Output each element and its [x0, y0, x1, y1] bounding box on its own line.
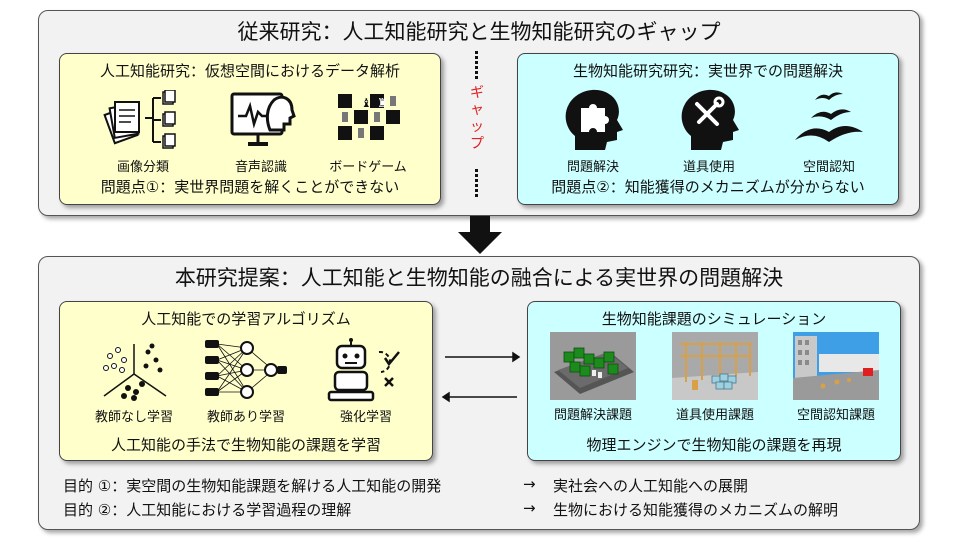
- board-game-label: ボードゲーム: [329, 160, 407, 175]
- bio-research-title: 生物知能研究研究：実世界での問題解決: [572, 62, 843, 80]
- svg-text:♜: ♜: [377, 96, 388, 110]
- proposal-panel: 本研究提案：人工知能と生物知能の融合による実世界の問題解決 人工知能での学習アル…: [38, 256, 920, 530]
- goal-2-arrow: →: [523, 499, 536, 517]
- simulation-box: 生物知能課題のシミュレーション 問題解決課題: [527, 301, 901, 461]
- gap-dots-top: [475, 51, 478, 79]
- gap-label: ギャップ: [457, 85, 497, 153]
- ai-research-title: 人工知能研究：仮想空間におけるデータ解析: [99, 62, 400, 80]
- image-classification-icon: [103, 90, 176, 149]
- ai-algorithm-title: 人工知能での学習アルゴリズム: [141, 310, 351, 328]
- problem-solving-task-label: 問題解決課題: [553, 408, 632, 423]
- svg-text:♝: ♝: [361, 96, 372, 110]
- tool-use-item: 道具使用: [664, 86, 754, 175]
- problem-solving-label: 問題解決: [566, 160, 619, 175]
- bio-research-box: 生物知能研究研究：実世界での問題解決 問題解決 道具使用: [517, 53, 899, 205]
- ai-problem-text: 問題点①：実世界問題を解くことができない: [100, 178, 400, 196]
- proposal-title: 本研究提案：人工知能と生物知能の融合による実世界の問題解決: [174, 266, 784, 290]
- birds-icon: [795, 92, 863, 142]
- image-classification-label: 画像分類: [116, 160, 169, 175]
- gap-label-text: ギャップ: [470, 85, 484, 152]
- spatial-cognition-item: 空間認知: [784, 86, 874, 175]
- spatial-sim: [793, 332, 879, 400]
- goal-2-result: 生物における知能獲得のメカニズムの解明: [553, 501, 839, 519]
- simulation-title: 生物知能課題のシミュレーション: [601, 310, 827, 328]
- unsupervised-label: 教師なし学習: [94, 410, 173, 425]
- down-arrow-icon: [458, 216, 502, 254]
- goal-1-text: 目的 ①：実空間の生物知能課題を解ける人工知能の開発: [63, 477, 442, 495]
- tool-use-sim: [672, 332, 758, 400]
- neural-network-icon: [205, 340, 287, 399]
- simulation-footer: 物理エンジンで生物知能の課題を再現: [586, 436, 842, 454]
- goal-1-arrow: →: [523, 475, 536, 493]
- supervised-label: 教師あり学習: [206, 410, 285, 425]
- robot-icon: [327, 338, 400, 402]
- problem-solving-sim: [550, 332, 636, 400]
- unsupervised-item: 教師なし学習: [84, 338, 184, 425]
- board-game-item: ♝ ♜ ボードゲーム: [318, 90, 418, 175]
- tool-use-task-item: 道具使用課題: [660, 332, 770, 423]
- conventional-research-panel: 従来研究：人工知能研究と生物知能研究のギャップ 人工知能研究：仮想空間におけるデ…: [38, 10, 920, 216]
- goal-2-text: 目的 ②：人工知能における学習過程の理解: [63, 501, 352, 519]
- ai-research-box: 人工知能研究：仮想空間におけるデータ解析: [59, 53, 441, 205]
- bidirectional-arrows: [441, 351, 521, 403]
- clustering-icon: [103, 343, 167, 401]
- ai-algorithm-box: 人工知能での学習アルゴリズム 教師なし学習: [59, 301, 433, 461]
- spatial-task-label: 空間認知課題: [796, 408, 875, 423]
- tool-head-icon: [681, 89, 739, 150]
- bio-problem-text: 問題点②：知能獲得のメカニズムが分からない: [551, 178, 865, 196]
- image-classification-item: 画像分類: [98, 90, 188, 175]
- gap-dots-bottom: [475, 169, 478, 197]
- ai-algorithm-footer: 人工知能の手法で生物知能の課題を学習: [110, 436, 381, 454]
- supervised-item: 教師あり学習: [196, 338, 296, 425]
- spatial-task-item: 空間認知課題: [780, 332, 892, 423]
- goal-1-result: 実社会への人工知能への展開: [553, 477, 749, 495]
- spatial-cognition-label: 空間認知: [802, 160, 855, 175]
- conventional-research-title: 従来研究：人工知能研究と生物知能研究のギャップ: [237, 20, 721, 44]
- reinforcement-label: 強化学習: [339, 410, 392, 425]
- tool-use-label: 道具使用: [682, 160, 735, 175]
- speech-recognition-item: 音声認識: [216, 90, 306, 175]
- speech-recognition-label: 音声認識: [234, 160, 287, 175]
- board-game-icon: ♝ ♜: [338, 94, 400, 140]
- tool-use-task-label: 道具使用課題: [675, 408, 754, 423]
- speech-recognition-icon: [230, 92, 296, 146]
- problem-solving-task-item: 問題解決課題: [538, 332, 648, 423]
- gap-indicator: ギャップ: [457, 51, 497, 203]
- reinforcement-item: 強化学習: [316, 338, 416, 425]
- problem-solving-item: 問題解決: [548, 86, 638, 175]
- puzzle-head-icon: [565, 89, 623, 150]
